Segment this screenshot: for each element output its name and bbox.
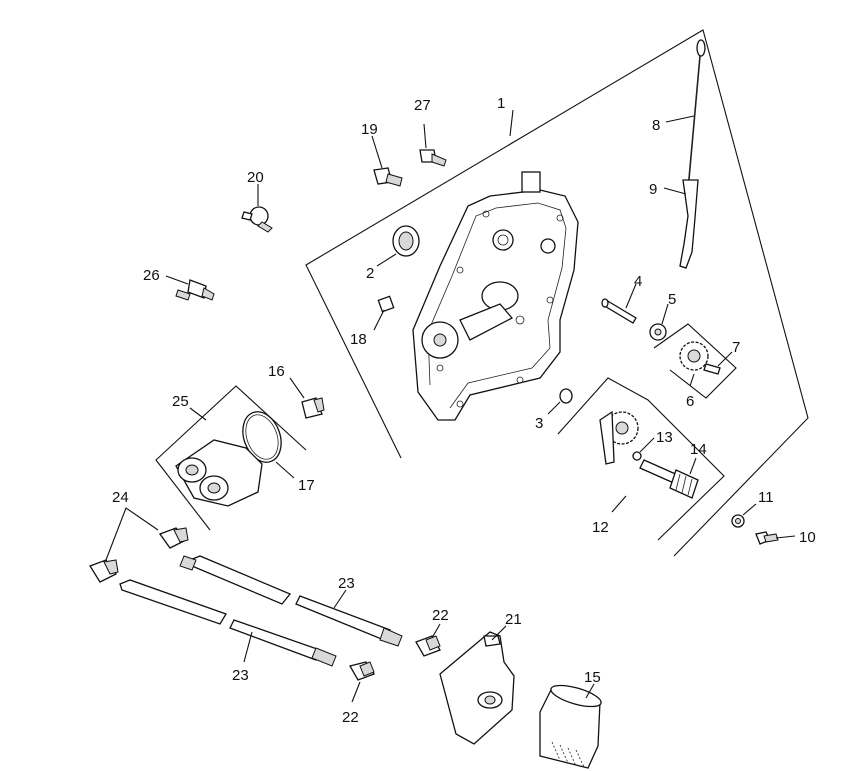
oil-pump-shaft (639, 459, 699, 499)
gear (679, 341, 709, 371)
callout-15: 15 (584, 669, 601, 686)
washer-small (731, 514, 745, 528)
filter-oring (242, 411, 282, 463)
oil-hose-lower (119, 579, 337, 667)
drain-plug (301, 397, 325, 419)
gear-group-outline (653, 323, 737, 399)
dowel (377, 295, 395, 313)
bolt (755, 531, 779, 545)
union-fitting-lower (349, 661, 375, 681)
oil-pump-gear (599, 410, 639, 465)
callout-13: 13 (656, 429, 673, 446)
callout-6: 6 (686, 393, 694, 410)
callout-2: 2 (366, 265, 374, 282)
oil-hose-upper (179, 555, 403, 647)
callout-3: 3 (535, 415, 543, 432)
drain-bolt-upper (158, 527, 189, 549)
bolt-upper (419, 149, 447, 167)
callout-labels: 1 2 3 4 5 6 7 8 9 10 11 12 13 14 15 16 1… (112, 95, 816, 726)
callout-18: 18 (350, 331, 367, 348)
washer (649, 323, 667, 341)
callout-7: 7 (732, 339, 740, 356)
filter-adapter (439, 631, 515, 745)
callout-23-lower: 23 (232, 667, 249, 684)
callout-4: 4 (634, 273, 642, 290)
oil-filter (539, 684, 602, 769)
filter-cover (175, 439, 263, 507)
callout-22-lower: 22 (342, 709, 359, 726)
dipstick-tube (679, 179, 699, 269)
oil-pump-group-outline (557, 377, 725, 541)
callout-21: 21 (505, 611, 522, 628)
callout-20: 20 (247, 169, 264, 186)
callout-5: 5 (668, 291, 676, 308)
filter-cover-group-outline (155, 385, 307, 531)
callout-9: 9 (649, 181, 657, 198)
callout-25: 25 (172, 393, 189, 410)
elbow-fitting (175, 279, 215, 301)
callout-23-upper: 23 (338, 575, 355, 592)
pin (601, 298, 637, 324)
callout-27: 27 (414, 97, 431, 114)
callout-10: 10 (799, 529, 816, 546)
gear-shaft (703, 363, 721, 375)
o-ring (559, 388, 573, 404)
callout-14: 14 (690, 441, 707, 458)
callout-26: 26 (143, 267, 160, 284)
oil-pressure-switch (241, 206, 273, 233)
callout-1: 1 (497, 95, 505, 112)
union-fitting-upper (415, 635, 441, 657)
callout-19: 19 (361, 121, 378, 138)
callout-17: 17 (298, 477, 315, 494)
callout-8: 8 (652, 117, 660, 134)
flange-bolt (373, 167, 403, 187)
crankcase-cover (412, 171, 579, 421)
callout-12: 12 (592, 519, 609, 536)
oil-pump-oring (632, 451, 642, 461)
oil-seal (392, 225, 420, 257)
callout-22-upper: 22 (432, 607, 449, 624)
crankcase-cover-group-outline (305, 29, 809, 557)
callout-24: 24 (112, 489, 129, 506)
callout-11: 11 (758, 489, 774, 506)
dipstick (687, 39, 706, 191)
drain-bolt-lower (89, 559, 119, 583)
callout-16: 16 (268, 363, 285, 380)
